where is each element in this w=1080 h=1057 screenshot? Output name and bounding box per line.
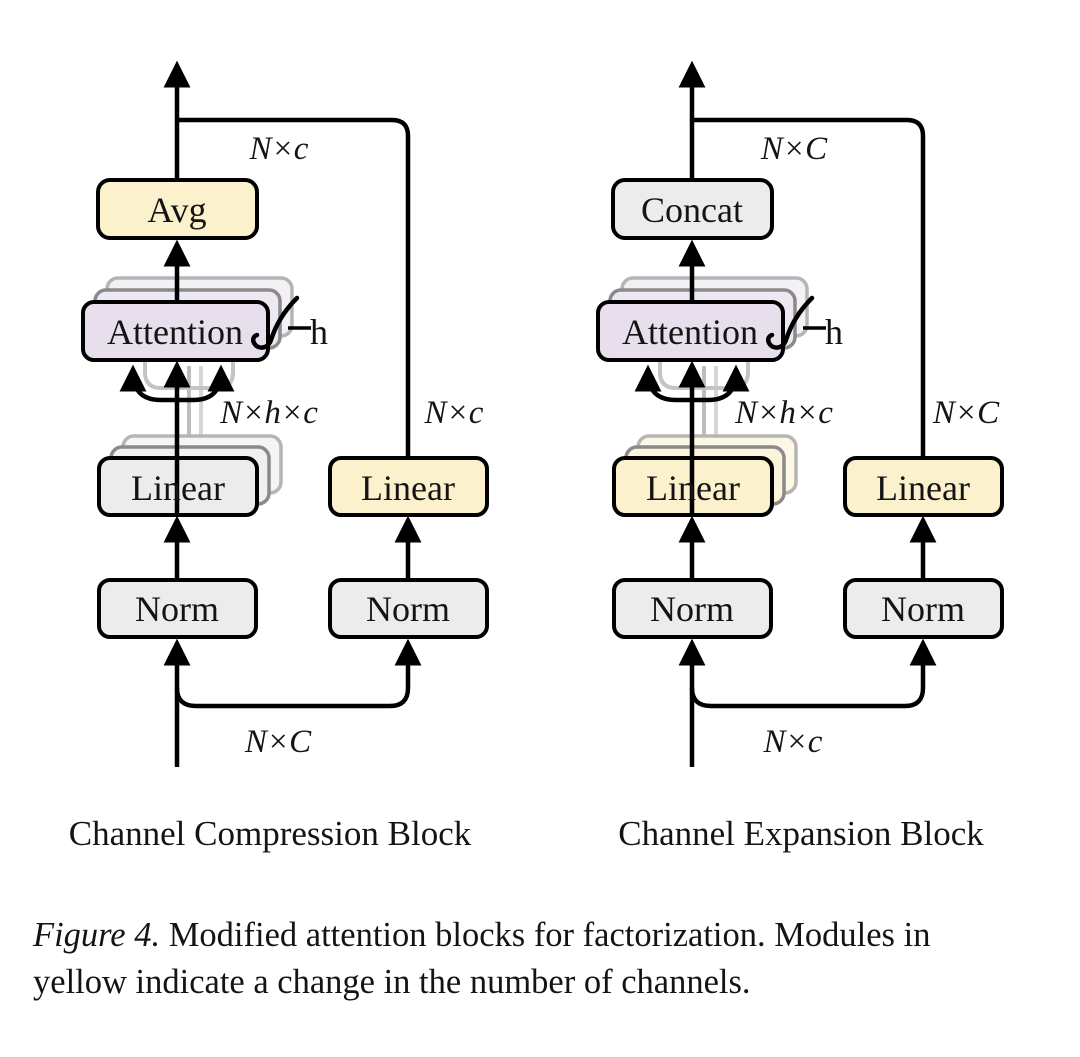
compression-block-title: Channel Compression Block — [68, 814, 472, 853]
concat-box — [611, 178, 774, 240]
input-dim-label: N×c — [763, 724, 823, 760]
linear-right-label: Linear — [361, 468, 455, 508]
expansion-block-diagram: Concat Attention Linear Linear Norm Norm… — [596, 60, 1004, 767]
attention-blocks-diagram: Avg Attention Linear Linear Norm Norm h … — [81, 60, 1004, 767]
linear-left-label: Linear — [646, 468, 740, 508]
input-dim-label: N×C — [244, 724, 312, 760]
skip-dim-label: N×C — [932, 395, 1000, 431]
figure-caption-line1: Modified attention blocks for factorizat… — [168, 916, 931, 954]
attention-label: Attention — [107, 312, 243, 352]
multi-head-fan-arrows — [119, 364, 235, 403]
norm-right-label: Norm — [881, 589, 965, 629]
multi-head-fan-arrows — [634, 364, 750, 403]
skip-connection-line — [692, 117, 926, 459]
output-dim-label: N×c — [249, 131, 309, 167]
heads-hook-curve — [250, 295, 300, 350]
norm-left-box — [612, 578, 773, 639]
skip-connection-line — [177, 117, 411, 459]
norm-left-label: Norm — [135, 589, 219, 629]
input-branch-arrow — [689, 638, 937, 709]
compression-block-diagram: Avg Attention Linear Linear Norm Norm h … — [81, 60, 489, 767]
norm-left-label: Norm — [650, 589, 734, 629]
linear-left-label: Linear — [131, 468, 225, 508]
attention-box — [596, 300, 785, 362]
heads-dim-label: N×h×c — [734, 395, 833, 431]
attention-box — [81, 300, 270, 362]
attention-label: Attention — [622, 312, 758, 352]
input-branch-arrow — [174, 638, 422, 709]
norm-right-box — [328, 578, 489, 639]
linear-right-label: Linear — [876, 468, 970, 508]
figure-caption-line2: yellow indicate a change in the number o… — [33, 963, 751, 1001]
norm-right-box — [843, 578, 1004, 639]
avg-box — [96, 178, 259, 240]
concat-label: Concat — [641, 190, 743, 230]
norm-right-label: Norm — [366, 589, 450, 629]
figure-caption: Figure 4. Modified attention blocks for … — [33, 912, 1047, 1006]
heads-count-label: h — [310, 312, 328, 352]
figure-caption-label: Figure 4. — [33, 916, 161, 954]
expansion-block-title: Channel Expansion Block — [618, 814, 984, 853]
heads-hook-curve — [765, 295, 815, 350]
output-dim-label: N×C — [760, 131, 828, 167]
avg-label: Avg — [147, 190, 206, 230]
skip-dim-label: N×c — [424, 395, 484, 431]
heads-dim-label: N×h×c — [219, 395, 318, 431]
heads-count-label: h — [825, 312, 843, 352]
norm-left-box — [97, 578, 258, 639]
